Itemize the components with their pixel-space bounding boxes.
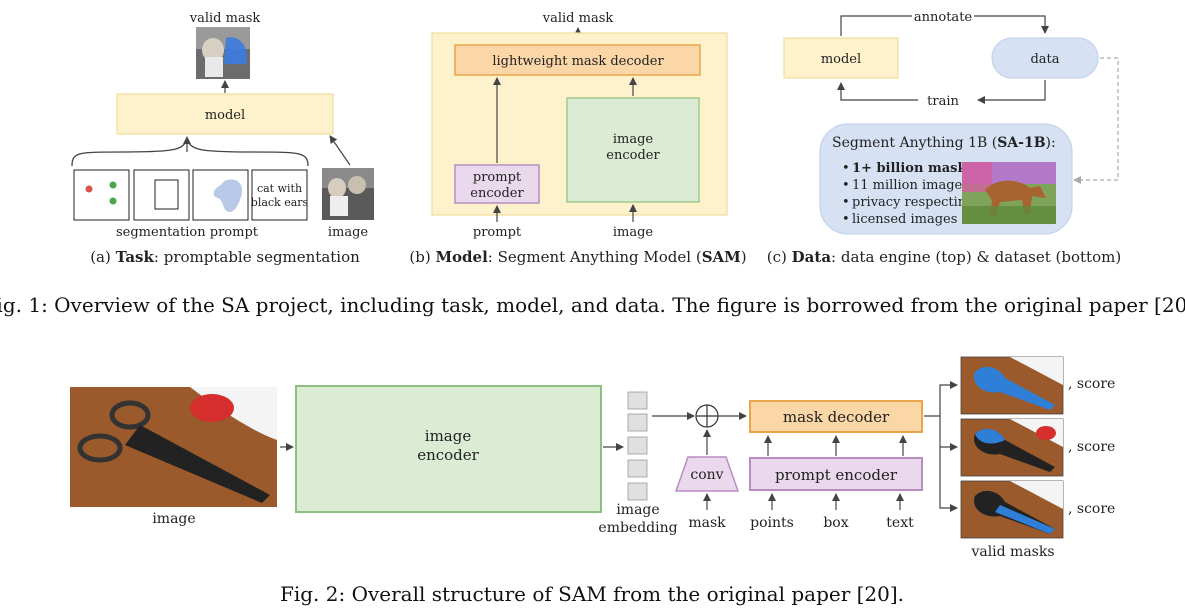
prompt-encoder-line2-b: encoder — [470, 186, 524, 201]
lightweight-mask-decoder-label: lightweight mask decoder — [492, 54, 664, 69]
text-prompt-line2: black ears — [251, 196, 309, 209]
output-mask-2 — [960, 418, 1064, 477]
valid-masks-label: valid masks — [970, 544, 1054, 560]
lightweight-mask-decoder-box — [454, 44, 701, 76]
fig2-caption: Fig. 2: Overall structure of SAM from th… — [280, 582, 904, 606]
conv-label: conv — [690, 467, 723, 483]
dataset-bullets: • 1+ billion masks • 11 million images •… — [842, 161, 975, 227]
annotate-label: annotate — [914, 10, 973, 25]
bullet-item: 1+ billion masks — [852, 161, 974, 176]
prompt-encoder-label-fig2: prompt encoder — [775, 466, 898, 484]
dataset-title: Segment Anything 1B (SA-1B): — [832, 135, 1056, 151]
model-label-c: model — [821, 52, 861, 67]
output-mask-1 — [960, 356, 1064, 415]
score-label-1: , score — [1068, 376, 1115, 392]
image-label-b: image — [613, 225, 654, 240]
panel-c: model data annotate train Segment Anythi… — [767, 8, 1121, 266]
bullet-marker: • — [842, 212, 850, 227]
panel-a: valid mask model cat with black ears seg… — [71, 11, 374, 266]
image-encoder-line2-fig2: encoder — [417, 446, 479, 464]
negative-point-icon — [85, 185, 93, 193]
data-box — [991, 37, 1099, 79]
bullet-item: privacy respecting — [852, 195, 975, 210]
prompt-encoder-box-fig2 — [749, 457, 923, 491]
text-prompt-line1: cat with — [257, 182, 302, 195]
caption-c: (c) Data: data engine (top) & dataset (b… — [767, 248, 1121, 266]
scissors-image — [70, 387, 277, 507]
box-label: box — [823, 515, 848, 531]
score-label-2: , score — [1068, 439, 1115, 455]
horse-image-thumbnail — [962, 162, 1056, 224]
cat-image-thumbnail — [322, 168, 374, 220]
model-box — [116, 93, 334, 135]
valid-mask-thumbnail — [196, 27, 250, 79]
brace — [71, 137, 309, 167]
conv-trapezoid — [674, 456, 740, 492]
mask-decoder-label: mask decoder — [783, 408, 890, 426]
train-label: train — [927, 94, 959, 109]
figure-2: image image encoder image embedding conv… — [70, 356, 1115, 560]
image-embedding-stack — [627, 391, 648, 501]
prompt-encoder-line1-b: prompt — [473, 170, 522, 185]
score-label-3: , score — [1068, 501, 1115, 517]
valid-mask-label: valid mask — [189, 11, 261, 26]
model-box-c — [783, 37, 899, 79]
caption-a: (a) Task: promptable segmentation — [90, 248, 360, 266]
bullet-marker: • — [842, 195, 850, 210]
text-label: text — [886, 515, 914, 531]
positive-point-icon — [109, 197, 117, 205]
text-prompt-box — [251, 169, 308, 221]
embedding-line2: embedding — [598, 520, 677, 536]
box-icon — [154, 179, 179, 210]
prompt-encoder-box-b — [454, 164, 540, 204]
image-encoder-line1-b: image — [613, 132, 654, 147]
positive-point-icon — [109, 181, 117, 189]
box-prompt-box — [133, 169, 190, 221]
points-label: points — [750, 515, 794, 531]
mask-label: mask — [688, 515, 726, 531]
bullet-item: licensed images — [852, 212, 957, 227]
image-encoder-box-b — [566, 97, 700, 203]
valid-mask-label-b: valid mask — [542, 11, 614, 26]
fig1-caption: Fig. 1: Overview of the SA project, incl… — [0, 293, 1185, 317]
image-encoder-box-fig2 — [295, 385, 602, 513]
prompt-label-b: prompt — [473, 225, 522, 240]
bullet-marker: • — [842, 178, 850, 193]
points-prompt-box — [73, 169, 130, 221]
caption-b: (b) Model: Segment Anything Model (SAM) — [409, 248, 746, 266]
panel-b: valid mask lightweight mask decoder imag… — [409, 11, 746, 266]
image-encoder-line2-b: encoder — [606, 148, 660, 163]
mask-decoder-box — [749, 400, 923, 433]
embedding-line1: image — [616, 502, 659, 518]
output-mask-3 — [960, 480, 1064, 539]
model-label: model — [205, 108, 245, 123]
mask-blob-icon — [213, 179, 242, 212]
bullet-item: 11 million images — [852, 178, 969, 193]
image-label: image — [328, 225, 369, 240]
image-encoder-line1-fig2: image — [425, 427, 472, 445]
segmentation-prompt-label: segmentation prompt — [116, 225, 259, 240]
data-label: data — [1030, 52, 1059, 67]
image-label-fig2: image — [152, 511, 195, 527]
bullet-marker: • — [842, 161, 850, 176]
